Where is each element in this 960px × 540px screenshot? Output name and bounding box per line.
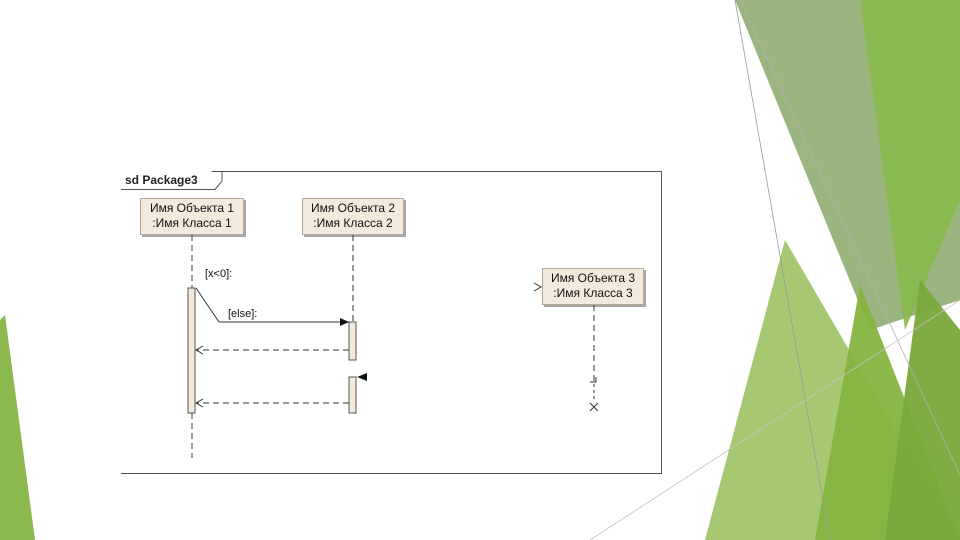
branch-marker-icon bbox=[357, 373, 367, 381]
activation-bar-2a[interactable] bbox=[349, 322, 356, 360]
activation-bar-2b[interactable] bbox=[349, 377, 356, 413]
message-call-arrowhead bbox=[340, 318, 349, 326]
guard-label-first: [x<0]: bbox=[205, 268, 232, 280]
activation-bar-1[interactable] bbox=[188, 288, 195, 413]
lifeline-3-end-marker bbox=[590, 377, 596, 382]
create-arrow-icon bbox=[534, 283, 541, 291]
guard-label-second: [else]: bbox=[228, 308, 257, 320]
message-guard-line bbox=[196, 288, 219, 322]
